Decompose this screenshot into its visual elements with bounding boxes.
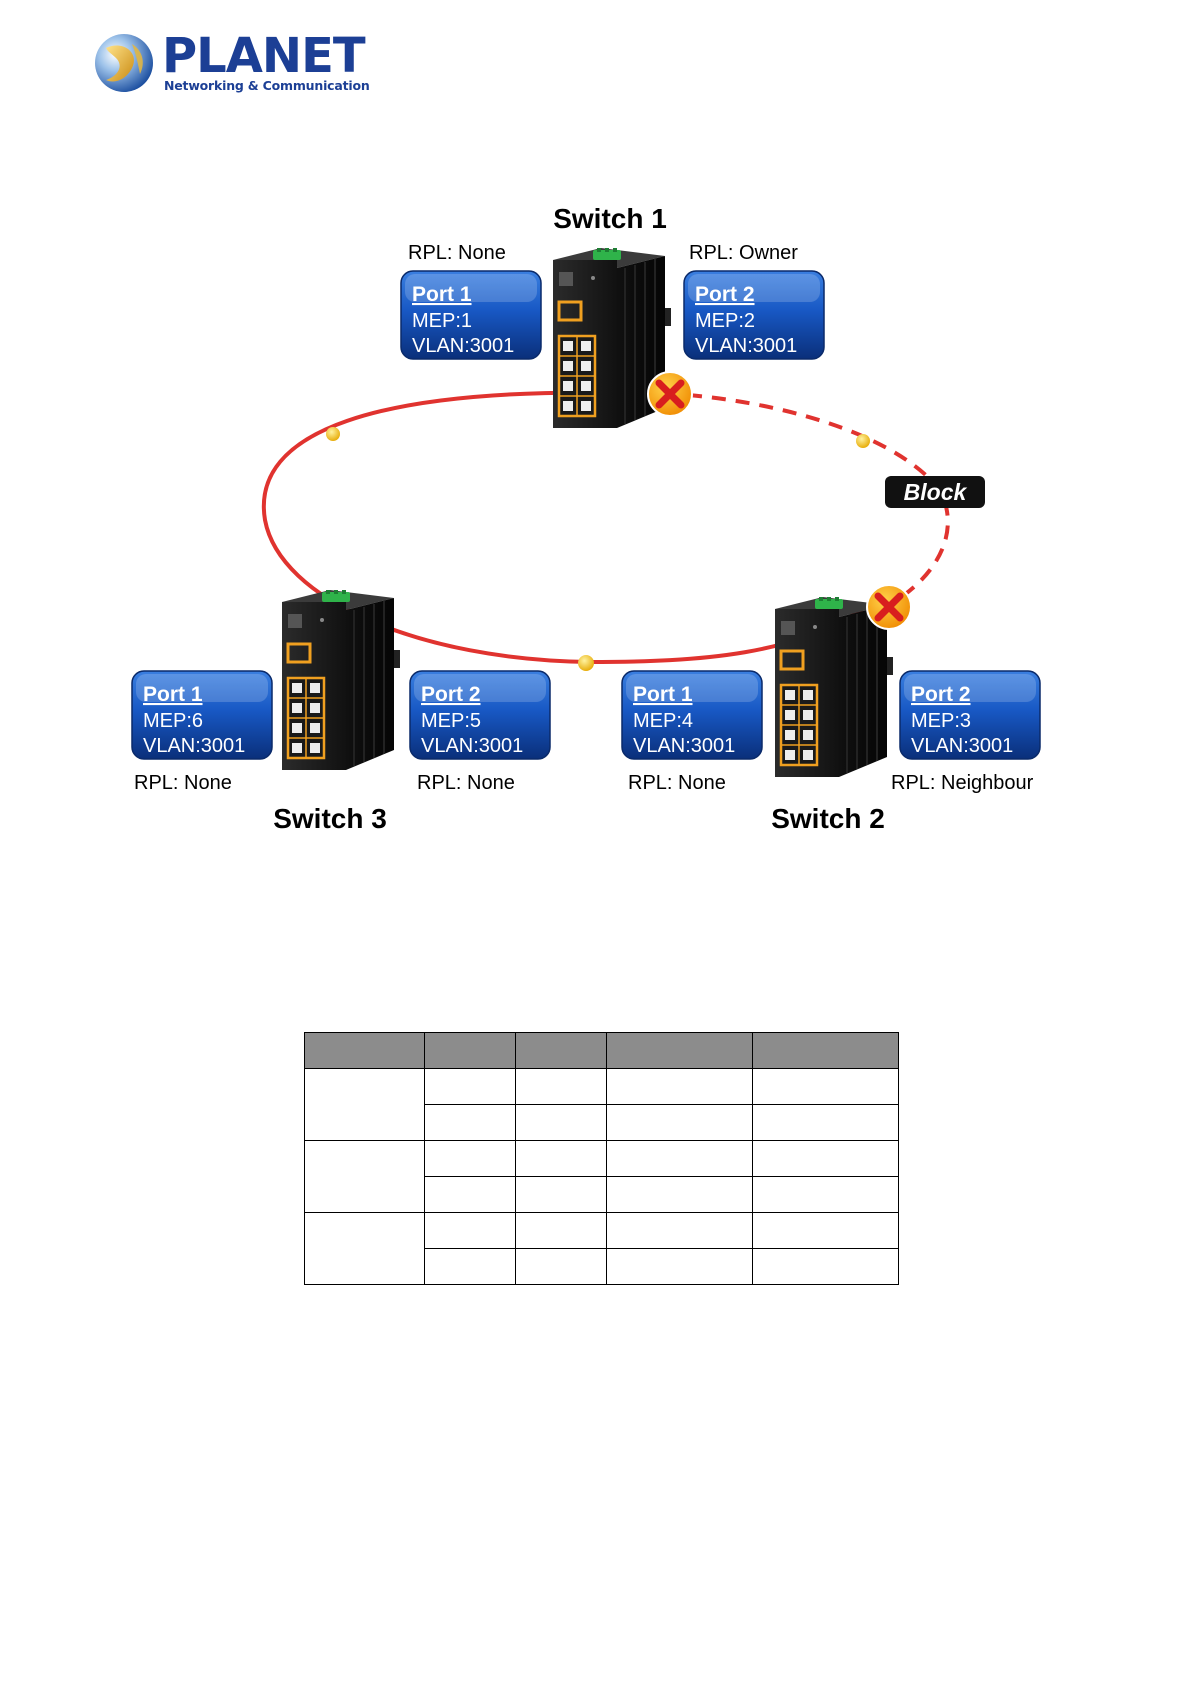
- table-cell: [752, 1248, 899, 1285]
- table-cell: [606, 1248, 753, 1285]
- table-header-cell: [515, 1032, 607, 1069]
- table-cell: [515, 1068, 607, 1105]
- switch-1-port-1-box: Port 1 MEP:1 VLAN:3001: [400, 270, 542, 360]
- table-cell: [515, 1104, 607, 1141]
- table-cell: [424, 1212, 516, 1249]
- table-header-cell: [752, 1032, 899, 1069]
- switch-3-port-1-box: Port 1 MEP:6 VLAN:3001: [131, 670, 273, 760]
- switch-1-port-2-rpl: RPL: Owner: [689, 242, 798, 264]
- table-cell: [515, 1140, 607, 1177]
- table-row: [305, 1104, 899, 1141]
- switch-2-port-1-rpl: RPL: None: [628, 772, 726, 794]
- switch-2-title: Switch 2: [771, 803, 885, 834]
- table-cell: [752, 1140, 899, 1177]
- switch-3-port-1-rpl: RPL: None: [134, 772, 232, 794]
- blocked-port-x-icon: [867, 585, 911, 629]
- planet-logo: PLANET Networking & Communication: [92, 28, 370, 98]
- table-cell: [424, 1104, 516, 1141]
- table-cell: [606, 1140, 753, 1177]
- mep-label: MEP:3: [911, 710, 971, 732]
- ring-diagram-svg: Block Switch 1 RPL: None RPL: Owner Port…: [131, 203, 1041, 834]
- table-cell: [424, 1068, 516, 1105]
- switch-1-port-2-box: Port 2 MEP:2 VLAN:3001: [683, 270, 825, 360]
- switch-2-port-2-rpl: RPL: Neighbour: [891, 772, 1034, 794]
- packet-marker: [856, 434, 870, 448]
- table-header-cell: [424, 1032, 516, 1069]
- globe-icon: [95, 34, 153, 92]
- table-cell: [606, 1176, 753, 1213]
- table-row: [305, 1176, 899, 1213]
- vlan-label: VLAN:3001: [695, 335, 797, 357]
- table-cell: [606, 1104, 753, 1141]
- mep-label: MEP:2: [695, 310, 755, 332]
- table-cell: [424, 1176, 516, 1213]
- table-cell: [304, 1212, 425, 1285]
- table-cell: [424, 1248, 516, 1285]
- table-header-cell: [304, 1032, 425, 1069]
- table-cell: [606, 1212, 753, 1249]
- table-header-row: [304, 1032, 899, 1069]
- table-cell: [515, 1176, 607, 1213]
- logo-wordmark: PLANET: [162, 28, 366, 84]
- table-row: [305, 1248, 899, 1285]
- block-label: Block: [904, 479, 968, 505]
- switch-1: Switch 1 RPL: None RPL: Owner Port 1 MEP…: [400, 203, 825, 430]
- vlan-label: VLAN:3001: [911, 735, 1013, 757]
- switch-2: Port 1 MEP:4 VLAN:3001 Port 2 MEP:3 VLAN…: [621, 585, 1041, 834]
- logo-tagline: Networking & Communication: [164, 78, 370, 93]
- table-row: [304, 1212, 899, 1285]
- switch-3-title: Switch 3: [273, 803, 387, 834]
- mep-label: MEP:4: [633, 710, 693, 732]
- port-label: Port 2: [695, 283, 755, 306]
- table-cell: [752, 1104, 899, 1141]
- vlan-label: VLAN:3001: [633, 735, 735, 757]
- switch-2-port-1-box: Port 1 MEP:4 VLAN:3001: [621, 670, 763, 760]
- table-cell: [752, 1212, 899, 1249]
- table-cell: [304, 1068, 425, 1141]
- table-row: [304, 1068, 899, 1141]
- port-label: Port 2: [421, 683, 481, 706]
- packet-marker: [578, 655, 594, 671]
- mep-label: MEP:6: [143, 710, 203, 732]
- switch-3: Port 1 MEP:6 VLAN:3001 Port 2 MEP:5 VLAN…: [131, 588, 551, 834]
- erps-ring-diagram: Block Switch 1 RPL: None RPL: Owner Port…: [131, 203, 1041, 834]
- port-label: Port 1: [143, 683, 203, 706]
- table-row: [304, 1140, 899, 1213]
- switch-1-port-1-rpl: RPL: None: [408, 242, 506, 264]
- table-cell: [752, 1068, 899, 1105]
- table-header-cell: [606, 1032, 753, 1069]
- blocked-port-x-icon: [648, 372, 692, 416]
- port-label: Port 1: [412, 283, 472, 306]
- table-cell: [515, 1212, 607, 1249]
- vlan-label: VLAN:3001: [421, 735, 523, 757]
- packet-marker: [326, 427, 340, 441]
- table-cell: [424, 1140, 516, 1177]
- erps-config-table: [304, 1032, 899, 1285]
- switch-3-port-2-box: Port 2 MEP:5 VLAN:3001: [409, 670, 551, 760]
- vlan-label: VLAN:3001: [412, 335, 514, 357]
- vlan-label: VLAN:3001: [143, 735, 245, 757]
- table-cell: [304, 1140, 425, 1213]
- port-label: Port 2: [911, 683, 971, 706]
- switch-1-title: Switch 1: [553, 203, 667, 234]
- table-cell: [515, 1248, 607, 1285]
- table-cell: [606, 1068, 753, 1105]
- switch-3-device: [280, 588, 402, 772]
- mep-label: MEP:1: [412, 310, 472, 332]
- switch-2-port-2-box: Port 2 MEP:3 VLAN:3001: [899, 670, 1041, 760]
- table-cell: [752, 1176, 899, 1213]
- block-badge: Block: [885, 476, 985, 508]
- port-label: Port 1: [633, 683, 693, 706]
- mep-label: MEP:5: [421, 710, 481, 732]
- switch-3-port-2-rpl: RPL: None: [417, 772, 515, 794]
